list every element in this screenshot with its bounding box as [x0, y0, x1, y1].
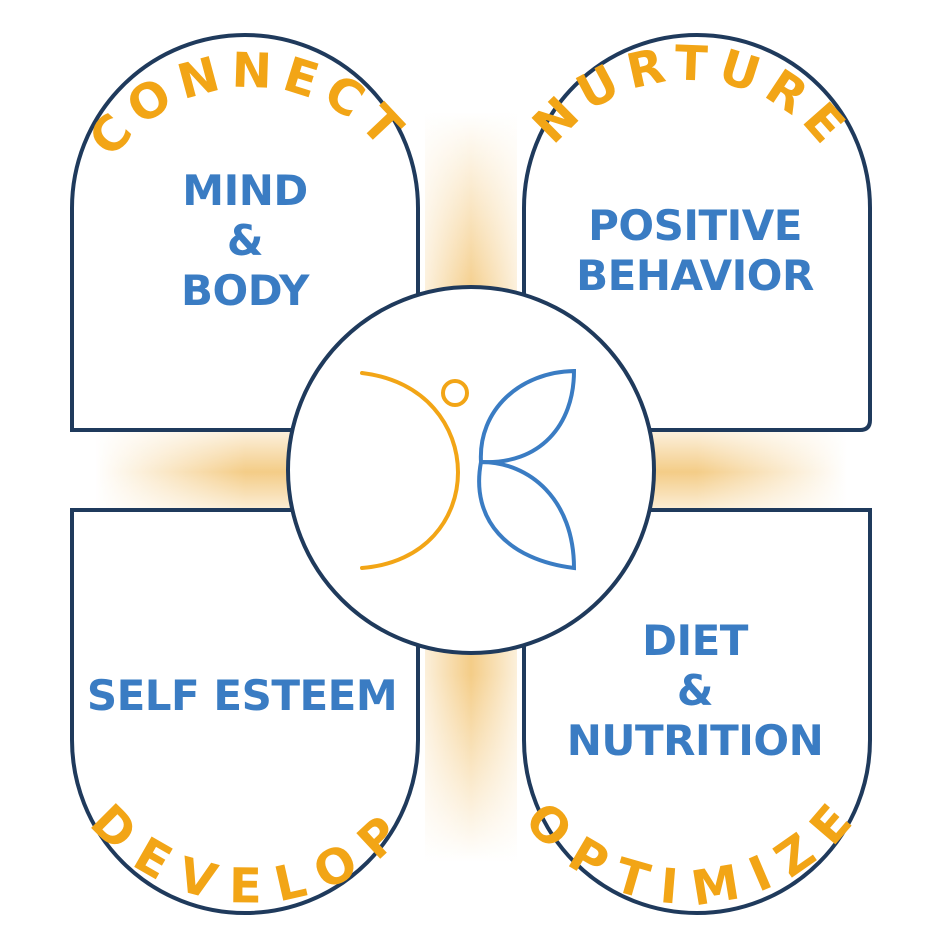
panel-connect-line-2: &	[227, 216, 263, 265]
panel-develop-line-1: SELF ESTEEM	[87, 671, 397, 720]
panel-connect-line-3: BODY	[181, 266, 310, 315]
panel-connect-line-1: MIND	[182, 166, 307, 215]
panel-nurture-shape	[522, 33, 872, 432]
panel-optimize-shape	[522, 508, 872, 915]
panel-nurture-line-2: BEHAVIOR	[576, 251, 814, 300]
panel-optimize-line-2: &	[677, 666, 713, 715]
center-circle	[286, 285, 656, 655]
panel-optimize-line-3: NUTRITION	[567, 716, 824, 765]
panel-develop: DEVELOP SELF ESTEEM	[70, 508, 420, 915]
panel-nurture-line-1: POSITIVE	[588, 201, 802, 250]
butterfly-person-icon	[360, 368, 577, 571]
panel-connect: CONNECT MIND & BODY	[70, 33, 420, 432]
center-badge	[286, 285, 656, 655]
panel-optimize-line-1: DIET	[642, 616, 749, 665]
